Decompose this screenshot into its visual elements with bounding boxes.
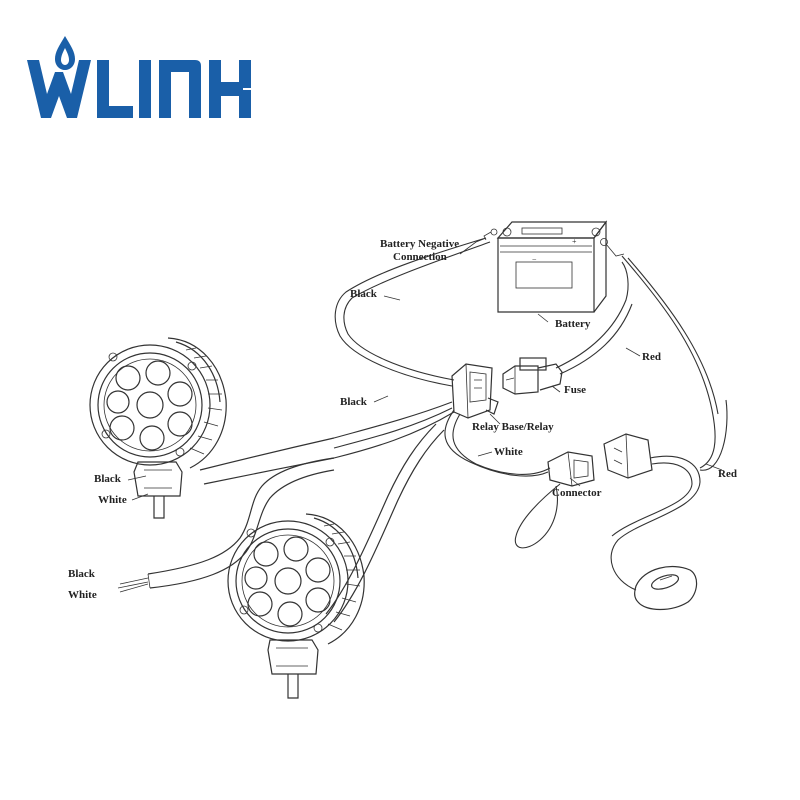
label-battery-negative-line1: Battery Negative <box>380 238 459 250</box>
work-light-right-icon <box>227 423 445 699</box>
svg-text:+: + <box>572 237 577 246</box>
label-white-mid: White <box>494 446 523 458</box>
label-connector: Connector <box>552 487 602 499</box>
connector-plug-icon <box>547 433 653 487</box>
label-black-end: Black <box>68 568 96 580</box>
label-black-lamp: Black <box>94 473 122 485</box>
work-light-left-icon <box>89 337 335 519</box>
label-black-mid: Black <box>340 396 368 408</box>
label-relay-base: Relay Base/Relay <box>472 421 554 433</box>
label-battery-negative-line2: Connection <box>393 251 447 263</box>
leader-lines <box>127 237 723 501</box>
diagram-labels: Battery Negative Connection Black Batter… <box>68 238 737 601</box>
battery-icon: − + <box>496 220 608 313</box>
positive-ring-terminal-icon <box>600 238 625 257</box>
svg-text:−: − <box>532 255 537 264</box>
rocker-switch-icon <box>634 565 698 611</box>
fuse-holder-icon <box>502 357 563 395</box>
label-white-end: White <box>68 589 97 601</box>
label-white-lamp: White <box>98 494 127 506</box>
label-black-top: Black <box>350 288 378 300</box>
label-fuse: Fuse <box>564 384 586 396</box>
wiring-harness <box>117 237 728 593</box>
label-battery: Battery <box>555 318 591 330</box>
label-red-top: Red <box>642 351 661 363</box>
label-red-mid: Red <box>718 468 737 480</box>
wlink-logo-icon <box>27 36 251 118</box>
brand-logo <box>25 28 275 128</box>
relay-base-icon <box>451 363 499 419</box>
